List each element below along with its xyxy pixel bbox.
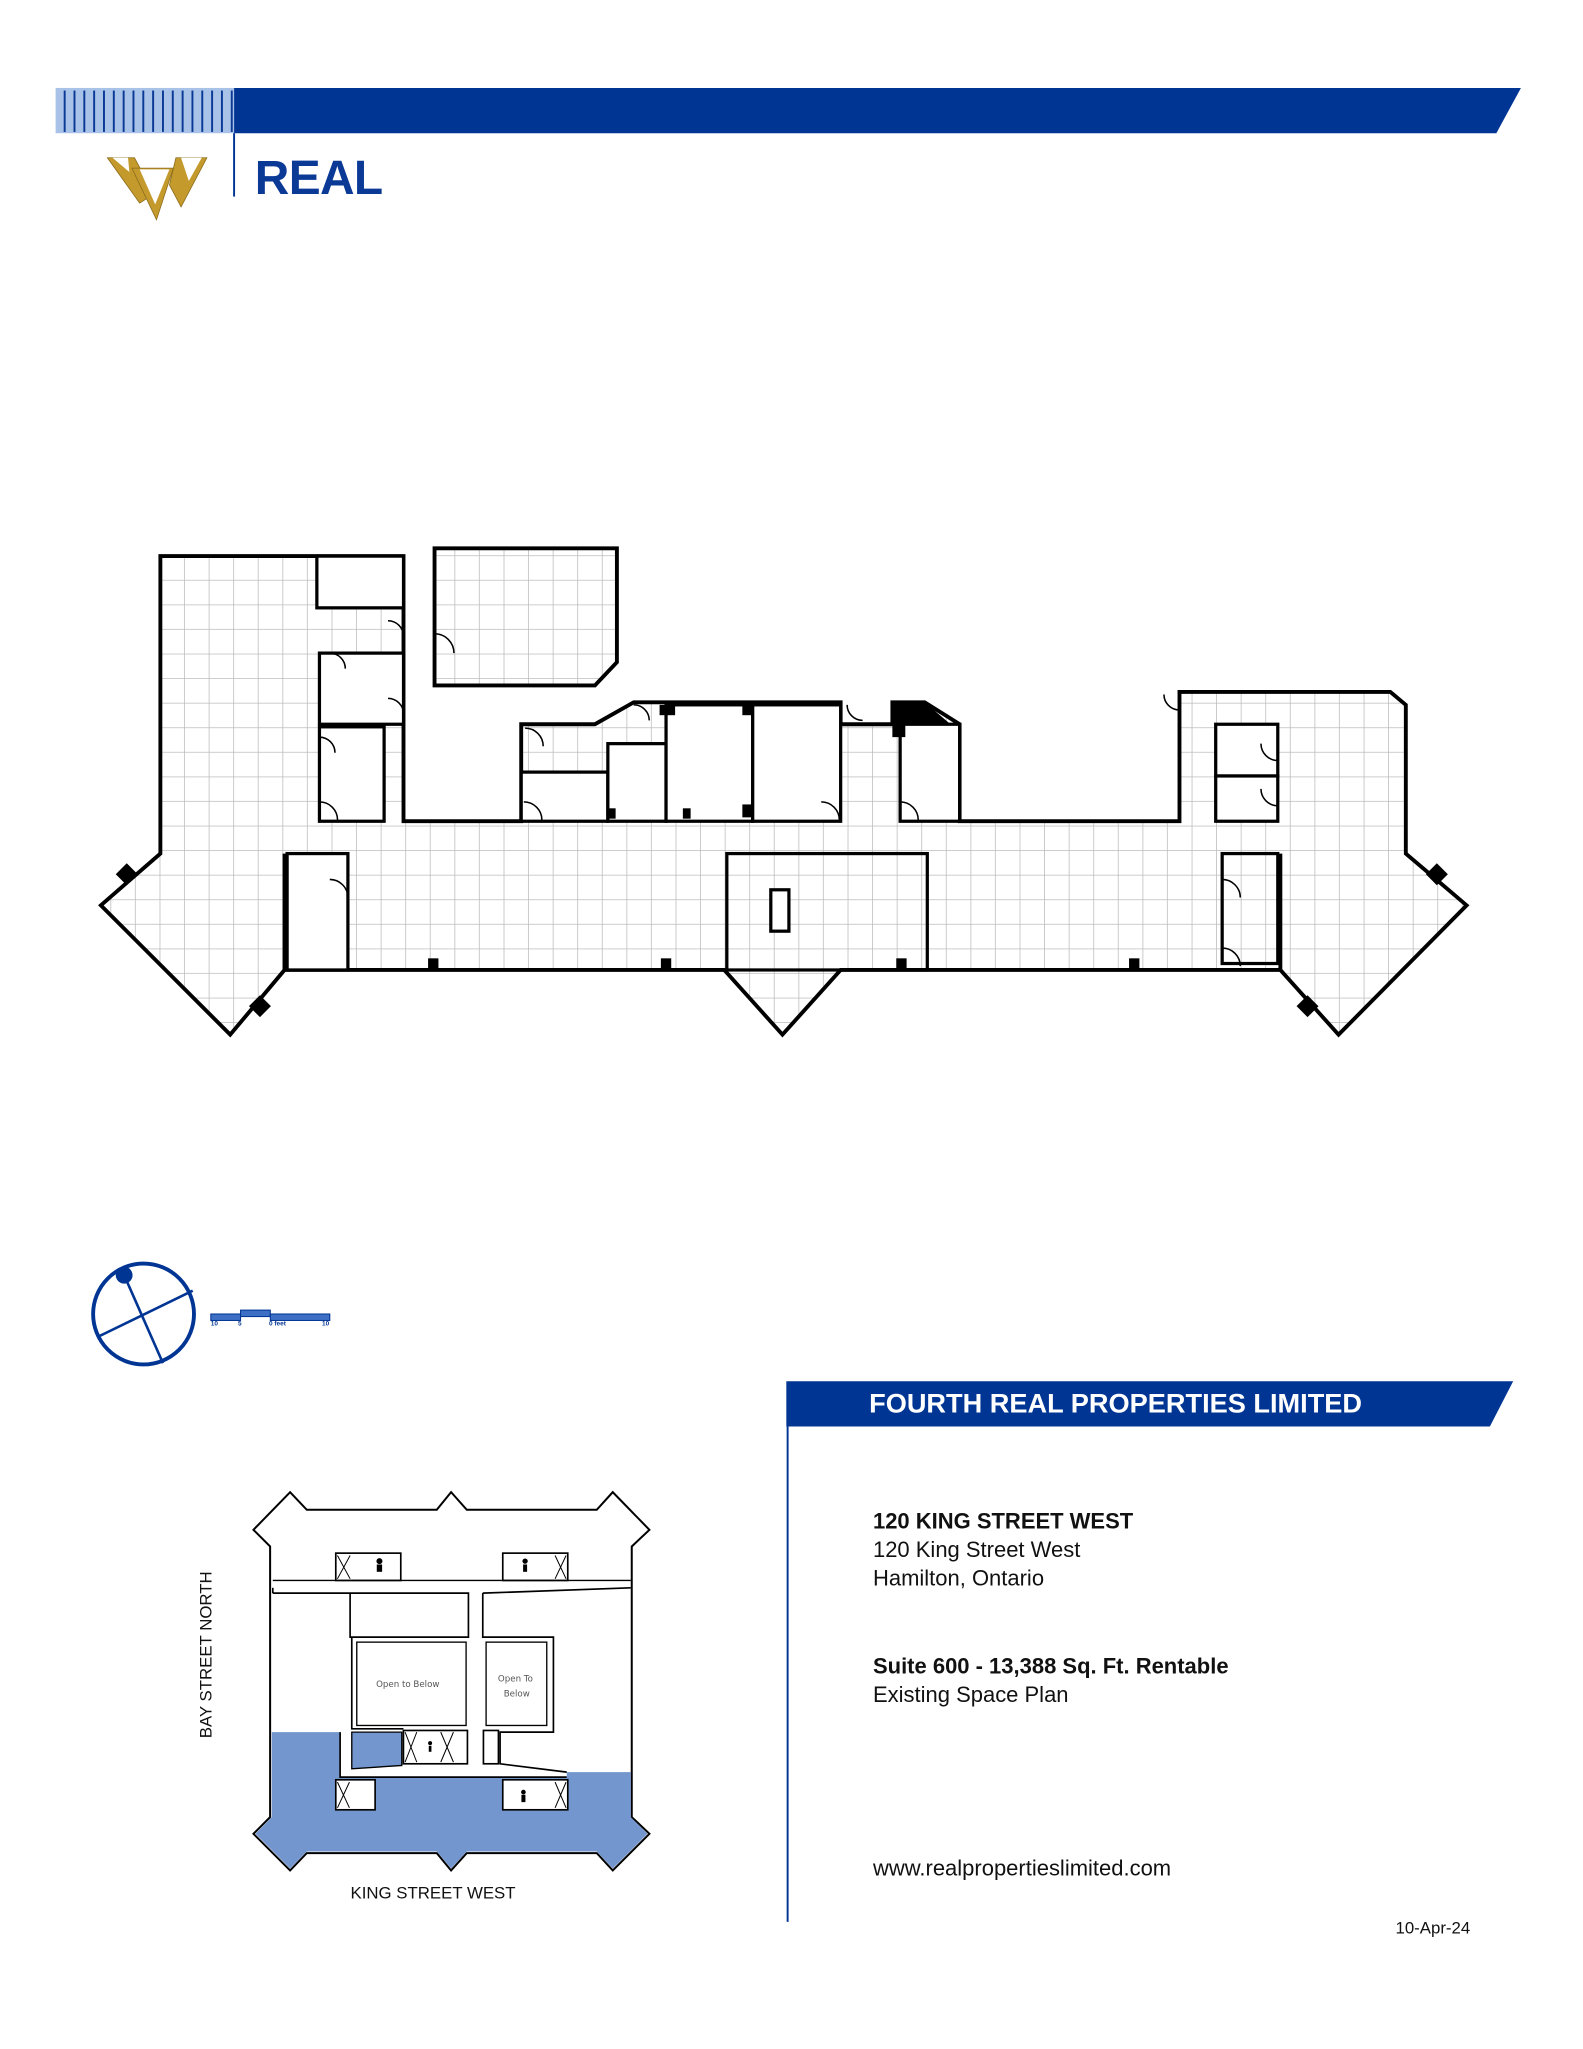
plan-date: 10-Apr-24 (1395, 1917, 1471, 1938)
scale-bar (210, 1309, 331, 1321)
brand-name: REAL (254, 151, 383, 205)
king-street-label: KING STREET WEST (350, 1883, 516, 1903)
suite-highlight (255, 1732, 648, 1869)
website-link[interactable]: www.realpropertieslimited.com (872, 1855, 1172, 1881)
company-name: FOURTH REAL PROPERTIES LIMITED (869, 1389, 1363, 1419)
scale-label: 10 (210, 1320, 219, 1329)
corner-room (432, 546, 619, 688)
scale-label: 5 (237, 1320, 242, 1329)
header-bar (55, 87, 1521, 221)
key-plan: Open to Below Open To Below (252, 1490, 651, 1872)
company-banner (786, 1381, 1514, 1922)
suite-floor-plan (98, 546, 1470, 1038)
address-line1: 120 King Street West (872, 1537, 1081, 1563)
plan-type: Existing Space Plan (872, 1682, 1069, 1708)
open-to-below-label: Below (504, 1689, 530, 1699)
building-name: 120 KING STREET WEST (872, 1509, 1134, 1534)
scale-label: 10 (322, 1320, 330, 1329)
open-to-below-label: Open To (498, 1674, 533, 1684)
open-to-below-label: Open to Below (376, 1680, 439, 1690)
north-compass-icon (91, 1261, 196, 1367)
bay-street-label: BAY STREET NORTH (195, 1571, 216, 1739)
suite-size: Suite 600 - 13,388 Sq. Ft. Rentable (872, 1654, 1229, 1679)
scale-label: 0 feet (269, 1320, 286, 1329)
address-line2: Hamilton, Ontario (872, 1566, 1045, 1591)
gold-triangles-logo (106, 157, 208, 221)
